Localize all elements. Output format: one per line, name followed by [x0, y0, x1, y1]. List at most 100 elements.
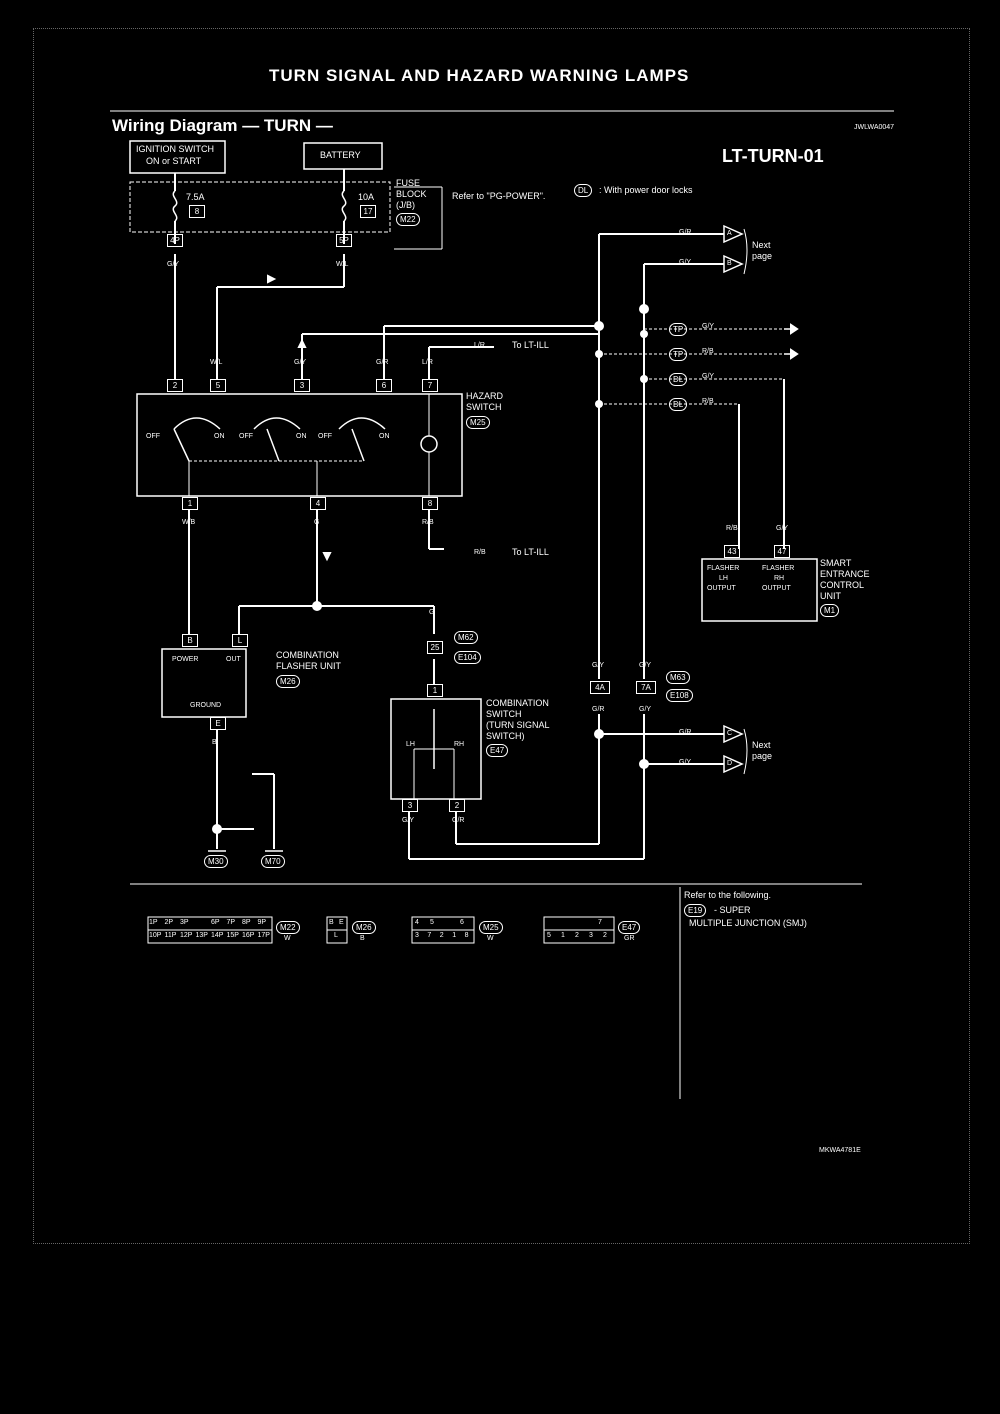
- connector-pin-label: 3: [415, 932, 419, 939]
- fuse1-number: 8: [189, 205, 205, 218]
- page-title: TURN SIGNAL AND HAZARD WARNING LAMPS: [269, 66, 690, 85]
- ground-m70: M70: [261, 855, 285, 868]
- wire-label-lr: L/R: [422, 359, 433, 366]
- connector-pin-label: 6P: [211, 919, 220, 926]
- connector-5p: 5P: [336, 234, 352, 247]
- junction-connector-2: E104: [454, 651, 481, 664]
- junction-connector-1: M62: [454, 631, 478, 644]
- next-top-gy: G/Y: [679, 259, 692, 266]
- mid-connector-2: E108: [666, 689, 693, 702]
- hazard-pin-3: 3: [294, 379, 310, 392]
- fuse-block-connector: M22: [396, 213, 420, 226]
- diagram-sheet: TURN SIGNAL AND HAZARD WARNING LAMPS Wir…: [33, 28, 970, 1244]
- hazard-state-on-2: ON: [296, 433, 307, 440]
- hazard-state-on-1: ON: [214, 433, 225, 440]
- ignition-label-2: ON or START: [146, 156, 202, 166]
- connector-pin-label: 3P: [180, 919, 189, 926]
- hazard-label-1: HAZARD: [466, 391, 504, 401]
- wire-label-g-2: G: [429, 609, 435, 616]
- fuse1-amp: 7.5A: [186, 192, 205, 202]
- smart-wire-left: R/B: [726, 525, 738, 532]
- doc-code-bottom: MKWA4781E: [819, 1147, 861, 1154]
- smart-rh-3: OUTPUT: [762, 585, 791, 592]
- legend-code: DL: [574, 184, 593, 197]
- dl-tag-2: DL: [669, 398, 688, 411]
- mid-pin-4a: 4A: [590, 681, 610, 694]
- refer-line-3: MULTIPLE JUNCTION (SMJ): [689, 918, 807, 928]
- row-wire-4: R/B: [702, 398, 714, 405]
- next-bot-label-2: page: [752, 751, 773, 761]
- smart-pin-43: 43: [724, 545, 740, 558]
- smart-connector: M1: [820, 604, 840, 617]
- comb-pin-1: 1: [427, 684, 443, 697]
- next-top-gr: G/R: [679, 229, 692, 236]
- smart-label-2: ENTRANCE: [820, 569, 870, 579]
- next-top-label-2: page: [752, 251, 773, 261]
- connector-m25: M25: [479, 921, 503, 934]
- fuse2-amp: 10A: [358, 192, 375, 202]
- fuse-block-label-1: FUSE: [396, 178, 421, 188]
- connector-pin-label: 12P: [180, 932, 193, 939]
- connector-pin-label: 10P: [149, 932, 162, 939]
- fuse2-number: 17: [360, 205, 376, 218]
- diagram-subtitle: Wiring Diagram — TURN —: [112, 116, 333, 135]
- smart-wire-right: G/Y: [776, 525, 789, 532]
- wiring-diagram: [110, 110, 894, 1099]
- mid-connector-1: M63: [666, 671, 690, 684]
- smart-rh-1: FLASHER: [762, 565, 795, 572]
- connector-pin-label: 7P: [226, 919, 236, 926]
- row-wire-1: G/Y: [702, 323, 715, 330]
- next-top-a: A: [727, 230, 732, 237]
- hazard-pin-5: 5: [210, 379, 226, 392]
- wire-label-gr: G/R: [376, 359, 389, 366]
- flasher-connector: M26: [276, 675, 300, 688]
- legend-text: : With power door locks: [599, 185, 693, 195]
- comb-pin-2: 2: [449, 799, 465, 812]
- smart-pin-47: 47: [774, 545, 790, 558]
- to-lt-ill-1: To LT-ILL: [512, 340, 549, 350]
- next-bot-c: C: [727, 730, 733, 737]
- connector-pin-label: 1: [452, 932, 457, 939]
- hazard-connector: M25: [466, 416, 490, 429]
- wire-label-wb: W/B: [182, 519, 196, 526]
- flasher-power: POWER: [172, 656, 199, 663]
- fuse-block-label-3: (J/B): [396, 200, 415, 210]
- connector-pin-label: 17P: [257, 932, 270, 939]
- next-bot-label-1: Next: [752, 740, 771, 750]
- refer-power: Refer to "PG-POWER".: [452, 191, 546, 201]
- connector-pin-label: 2: [575, 932, 579, 939]
- mid-pin-7a: 7A: [636, 681, 656, 694]
- connector-m26-color: B: [360, 935, 365, 942]
- flasher-pin-e: E: [210, 717, 226, 730]
- flasher-label-1: COMBINATION: [276, 650, 339, 660]
- connector-4p: 4P: [167, 234, 183, 247]
- hazard-pin-7: 7: [422, 379, 438, 392]
- tp-tag-2: TP: [669, 348, 688, 361]
- connector-pin-label: 7: [427, 932, 432, 939]
- row-wire-3: G/Y: [702, 373, 715, 380]
- flasher-label-2: FLASHER UNIT: [276, 661, 342, 671]
- connector-m22: M22: [276, 921, 300, 934]
- wire-label-wl-2: W/L: [210, 359, 223, 366]
- hazard-state-off-2: OFF: [239, 433, 253, 440]
- mid-gy-left: G/Y: [592, 662, 605, 669]
- hazard-state-off-3: OFF: [318, 433, 332, 440]
- connector-pin-label: 6: [460, 919, 464, 926]
- connector-pin-label: 11P: [164, 932, 177, 939]
- connector-pin-label: 5: [547, 932, 551, 939]
- comb-rh: RH: [454, 741, 465, 748]
- hazard-pin-4: 4: [310, 497, 326, 510]
- connector-pin-label: 13P: [195, 932, 208, 939]
- connector-pin-label: 2: [439, 932, 444, 939]
- hazard-pin-2: 2: [167, 379, 183, 392]
- connector-pin-label: B: [329, 919, 334, 926]
- smart-label-1: SMART: [820, 558, 852, 568]
- next-top-label-1: Next: [752, 240, 771, 250]
- connector-pin-label: 14P: [211, 932, 224, 939]
- connector-pin-label: 1: [561, 932, 565, 939]
- wire-label-gy-2: G/Y: [294, 359, 307, 366]
- connector-e47-color: GR: [624, 935, 635, 942]
- connector-pin-label: 8: [464, 932, 469, 939]
- next-bot-gr: G/R: [679, 729, 692, 736]
- smart-label-4: UNIT: [820, 591, 841, 601]
